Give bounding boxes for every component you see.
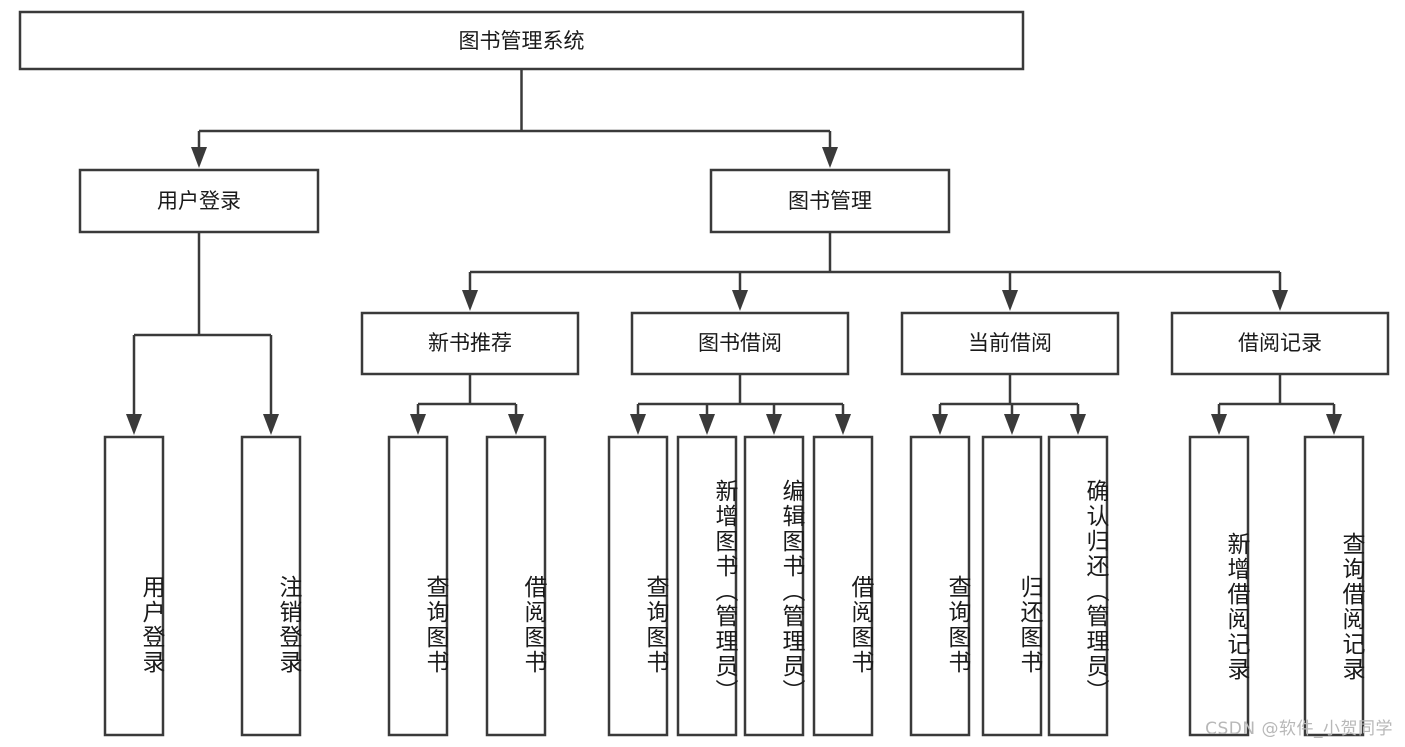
arrow-user-login-leaf-2	[263, 414, 279, 435]
arrow-book-borrow-leaf-1	[630, 414, 646, 435]
node-box-leaf-query-book-2[interactable]	[607, 435, 669, 737]
node-box-borrow-record[interactable]	[1170, 311, 1390, 376]
arrow-bm-to-book-borrow	[732, 290, 748, 311]
arrow-borrow-record-leaf-1	[1211, 414, 1227, 435]
node-box-leaf-user-logout[interactable]	[240, 435, 302, 737]
node-box-leaf-query-record[interactable]	[1303, 435, 1365, 737]
node-box-leaf-borrow-book-2[interactable]	[812, 435, 874, 737]
node-box-leaf-query-book-1[interactable]	[387, 435, 449, 737]
arrow-book-borrow-leaf-2	[699, 414, 715, 435]
node-label-book-borrow: 图书借阅	[698, 331, 782, 355]
arrow-new-book-leaf-2	[508, 414, 524, 435]
arrow-bm-to-borrow-record	[1272, 290, 1288, 311]
nodes-layer: 图书管理系统 用户登录 图书管理 新书推荐 图书借阅 当前借阅 借阅记录	[18, 10, 1390, 737]
arrow-new-book-leaf-1	[410, 414, 426, 435]
arrow-root-to-user-login	[191, 147, 207, 168]
node-box-leaf-confirm-return[interactable]	[1047, 435, 1109, 737]
edges-layer	[126, 69, 1342, 435]
node-label-current-borrow: 当前借阅	[968, 331, 1052, 355]
node-box-leaf-add-book[interactable]	[676, 435, 738, 737]
csdn-watermark: CSDN @软件_小贺同学	[1205, 719, 1393, 739]
node-box-leaf-user-login[interactable]	[103, 435, 165, 737]
node-label-borrow-record: 借阅记录	[1238, 331, 1322, 355]
arrow-current-borrow-leaf-1	[932, 414, 948, 435]
node-box-current-borrow[interactable]	[900, 311, 1120, 376]
node-label-root: 图书管理系统	[459, 29, 585, 53]
node-box-book-borrow[interactable]	[630, 311, 850, 376]
node-box-book-management[interactable]	[709, 168, 951, 234]
node-box-leaf-query-book-3[interactable]	[909, 435, 971, 737]
node-label-user-login: 用户登录	[157, 189, 241, 213]
arrow-bm-to-current-borrow	[1002, 290, 1018, 311]
arrow-borrow-record-leaf-2	[1326, 414, 1342, 435]
arrow-root-to-book-management	[822, 147, 838, 168]
arrow-current-borrow-leaf-3	[1070, 414, 1086, 435]
arrow-current-borrow-leaf-2	[1004, 414, 1020, 435]
node-box-leaf-edit-book[interactable]	[743, 435, 805, 737]
node-box-leaf-return-book[interactable]	[981, 435, 1043, 737]
arrow-book-borrow-leaf-4	[835, 414, 851, 435]
arrow-user-login-leaf-1	[126, 414, 142, 435]
arrow-book-borrow-leaf-3	[766, 414, 782, 435]
node-box-leaf-add-record[interactable]	[1188, 435, 1250, 737]
node-label-book-management: 图书管理	[788, 189, 872, 213]
node-label-new-book-recommend: 新书推荐	[428, 331, 512, 355]
node-box-root[interactable]	[18, 10, 1025, 71]
node-box-user-login[interactable]	[78, 168, 320, 234]
node-box-new-book-recommend[interactable]	[360, 311, 580, 376]
node-box-leaf-borrow-book-1[interactable]	[485, 435, 547, 737]
arrow-bm-to-new-book-recommend	[462, 290, 478, 311]
